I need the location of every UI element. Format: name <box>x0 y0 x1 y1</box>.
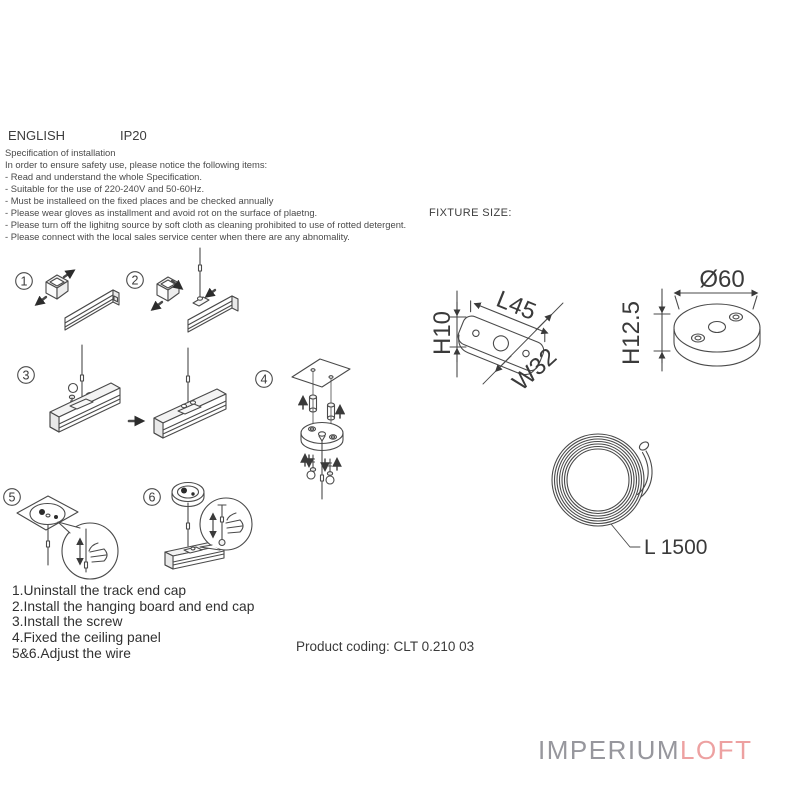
screw-icon <box>326 458 334 476</box>
fixture-size-heading: FIXTURE SIZE: <box>429 207 512 219</box>
ceiling-panel-dimension-drawing: Ø60 H12.5 <box>618 266 761 372</box>
step-1-diagram: 1 <box>15 269 120 331</box>
step-number-badge <box>15 272 33 290</box>
spec-item: - Must be installeed on the fixed places… <box>5 195 274 207</box>
leader-line <box>610 523 641 548</box>
step-6-diagram: 6 <box>143 481 253 570</box>
end-cap-icon <box>45 274 69 300</box>
track-rail-icon <box>187 295 239 333</box>
brand-name-loft: LOFT <box>680 735 753 765</box>
insert-arrow <box>150 300 164 311</box>
spec-item: - Suitable for the use of 220-240V and 5… <box>5 183 205 195</box>
spec-item: - Please wear gloves as installment and … <box>5 207 318 219</box>
wire-connector-icon <box>638 441 650 451</box>
spec-intro: In order to ensure safety use, please no… <box>5 159 268 171</box>
step-number-badge <box>126 271 144 289</box>
instructions-list: 1.Uninstall the track end cap 2.Install … <box>12 583 254 662</box>
step-number: 4 <box>261 373 268 387</box>
end-cap-icon <box>156 276 180 302</box>
hanging-board-icon <box>192 296 210 307</box>
screw-icon <box>309 454 317 472</box>
wire-sleeve <box>185 375 191 383</box>
step-number-badge <box>143 488 161 506</box>
step-3-diagram: 3 <box>17 344 227 439</box>
wire-sleeve <box>185 522 191 530</box>
ceiling-canopy-icon <box>171 481 205 508</box>
board-length-label: L45 <box>492 286 539 326</box>
wall-anchor-icon <box>308 394 318 413</box>
instruction-line: 2.Install the hanging board and end cap <box>12 598 255 614</box>
wire-coil-drawing: L 1500 <box>551 433 707 559</box>
length-dimension-line <box>473 302 549 335</box>
spec-title: Specification of installation <box>5 147 116 158</box>
instruction-line: 5&6.Adjust the wire <box>12 645 131 661</box>
hand-icon <box>88 542 108 563</box>
wire-sleeve <box>79 374 85 382</box>
ceiling-canopy-icon <box>29 502 66 526</box>
step-number: 1 <box>21 275 28 289</box>
ip-rating-label: IP20 <box>120 128 147 143</box>
spec-item: - Please connect with the local sales se… <box>5 231 350 243</box>
wire-sleeve <box>197 264 203 272</box>
washer-ring-icon <box>325 475 335 485</box>
ceiling-panel-icon <box>291 358 351 388</box>
step-number-badge <box>3 488 21 506</box>
step-4-diagram: 4 <box>255 358 351 500</box>
screw-in-bubble <box>217 504 227 547</box>
track-rail-icon <box>153 388 227 439</box>
track-rail-icon <box>164 540 225 570</box>
pull-arrow <box>34 295 48 306</box>
attach-arrow <box>204 287 217 298</box>
instruction-line: 1.Uninstall the track end cap <box>12 583 187 598</box>
zoom-bubble <box>57 521 119 580</box>
wall-anchor-icon <box>326 402 336 421</box>
step-5-diagram: 5 <box>3 488 119 580</box>
language-label: ENGLISH <box>8 128 66 143</box>
wire-tail <box>636 450 653 498</box>
specification-block: Specification of installation In order t… <box>5 147 406 243</box>
step-number-badge <box>255 370 273 388</box>
canopy-diameter-label: Ø60 <box>699 266 744 293</box>
wire-sleeve <box>45 540 51 548</box>
board-underside <box>458 334 538 376</box>
zoom-bubble <box>199 497 253 551</box>
canopy-height-label: H12.5 <box>618 301 645 365</box>
wire-length-label: L 1500 <box>644 536 707 559</box>
step-number: 3 <box>23 369 30 383</box>
spec-item: - Read and understand the whole Specific… <box>5 171 203 183</box>
ceiling-canopy-icon <box>300 421 344 452</box>
step-number: 5 <box>9 491 16 505</box>
track-rail-icon <box>49 382 121 433</box>
hand-icon <box>225 512 244 534</box>
step-2-diagram: 2 <box>126 247 239 333</box>
step-number: 2 <box>132 274 139 288</box>
ceiling-canopy-outline <box>673 303 761 367</box>
washer-ring-icon <box>67 382 79 394</box>
brand-name-imperium: IMPERIUM <box>538 735 680 765</box>
installation-diagrams: 1 2 <box>3 247 761 580</box>
hanging-board-dimension-drawing: L45 H10 W32 <box>429 286 564 396</box>
spec-item: - Please turn off the lighitng source by… <box>5 219 407 231</box>
instruction-line: 4.Fixed the ceiling panel <box>12 630 161 646</box>
instruction-line: 3.Install the screw <box>12 614 123 630</box>
brand-logo: IMPERIUMLOFT <box>538 735 752 766</box>
track-rail-icon <box>64 289 120 331</box>
insert-arrow <box>170 279 184 290</box>
pull-arrow <box>62 269 76 280</box>
wire-sleeve <box>319 474 325 482</box>
step-number: 6 <box>149 491 156 505</box>
washer-ring-icon <box>306 470 316 480</box>
product-coding: Product coding: CLT 0.210 03 <box>296 639 475 654</box>
step-number-badge <box>17 366 35 384</box>
board-height-label: H10 <box>429 311 456 355</box>
